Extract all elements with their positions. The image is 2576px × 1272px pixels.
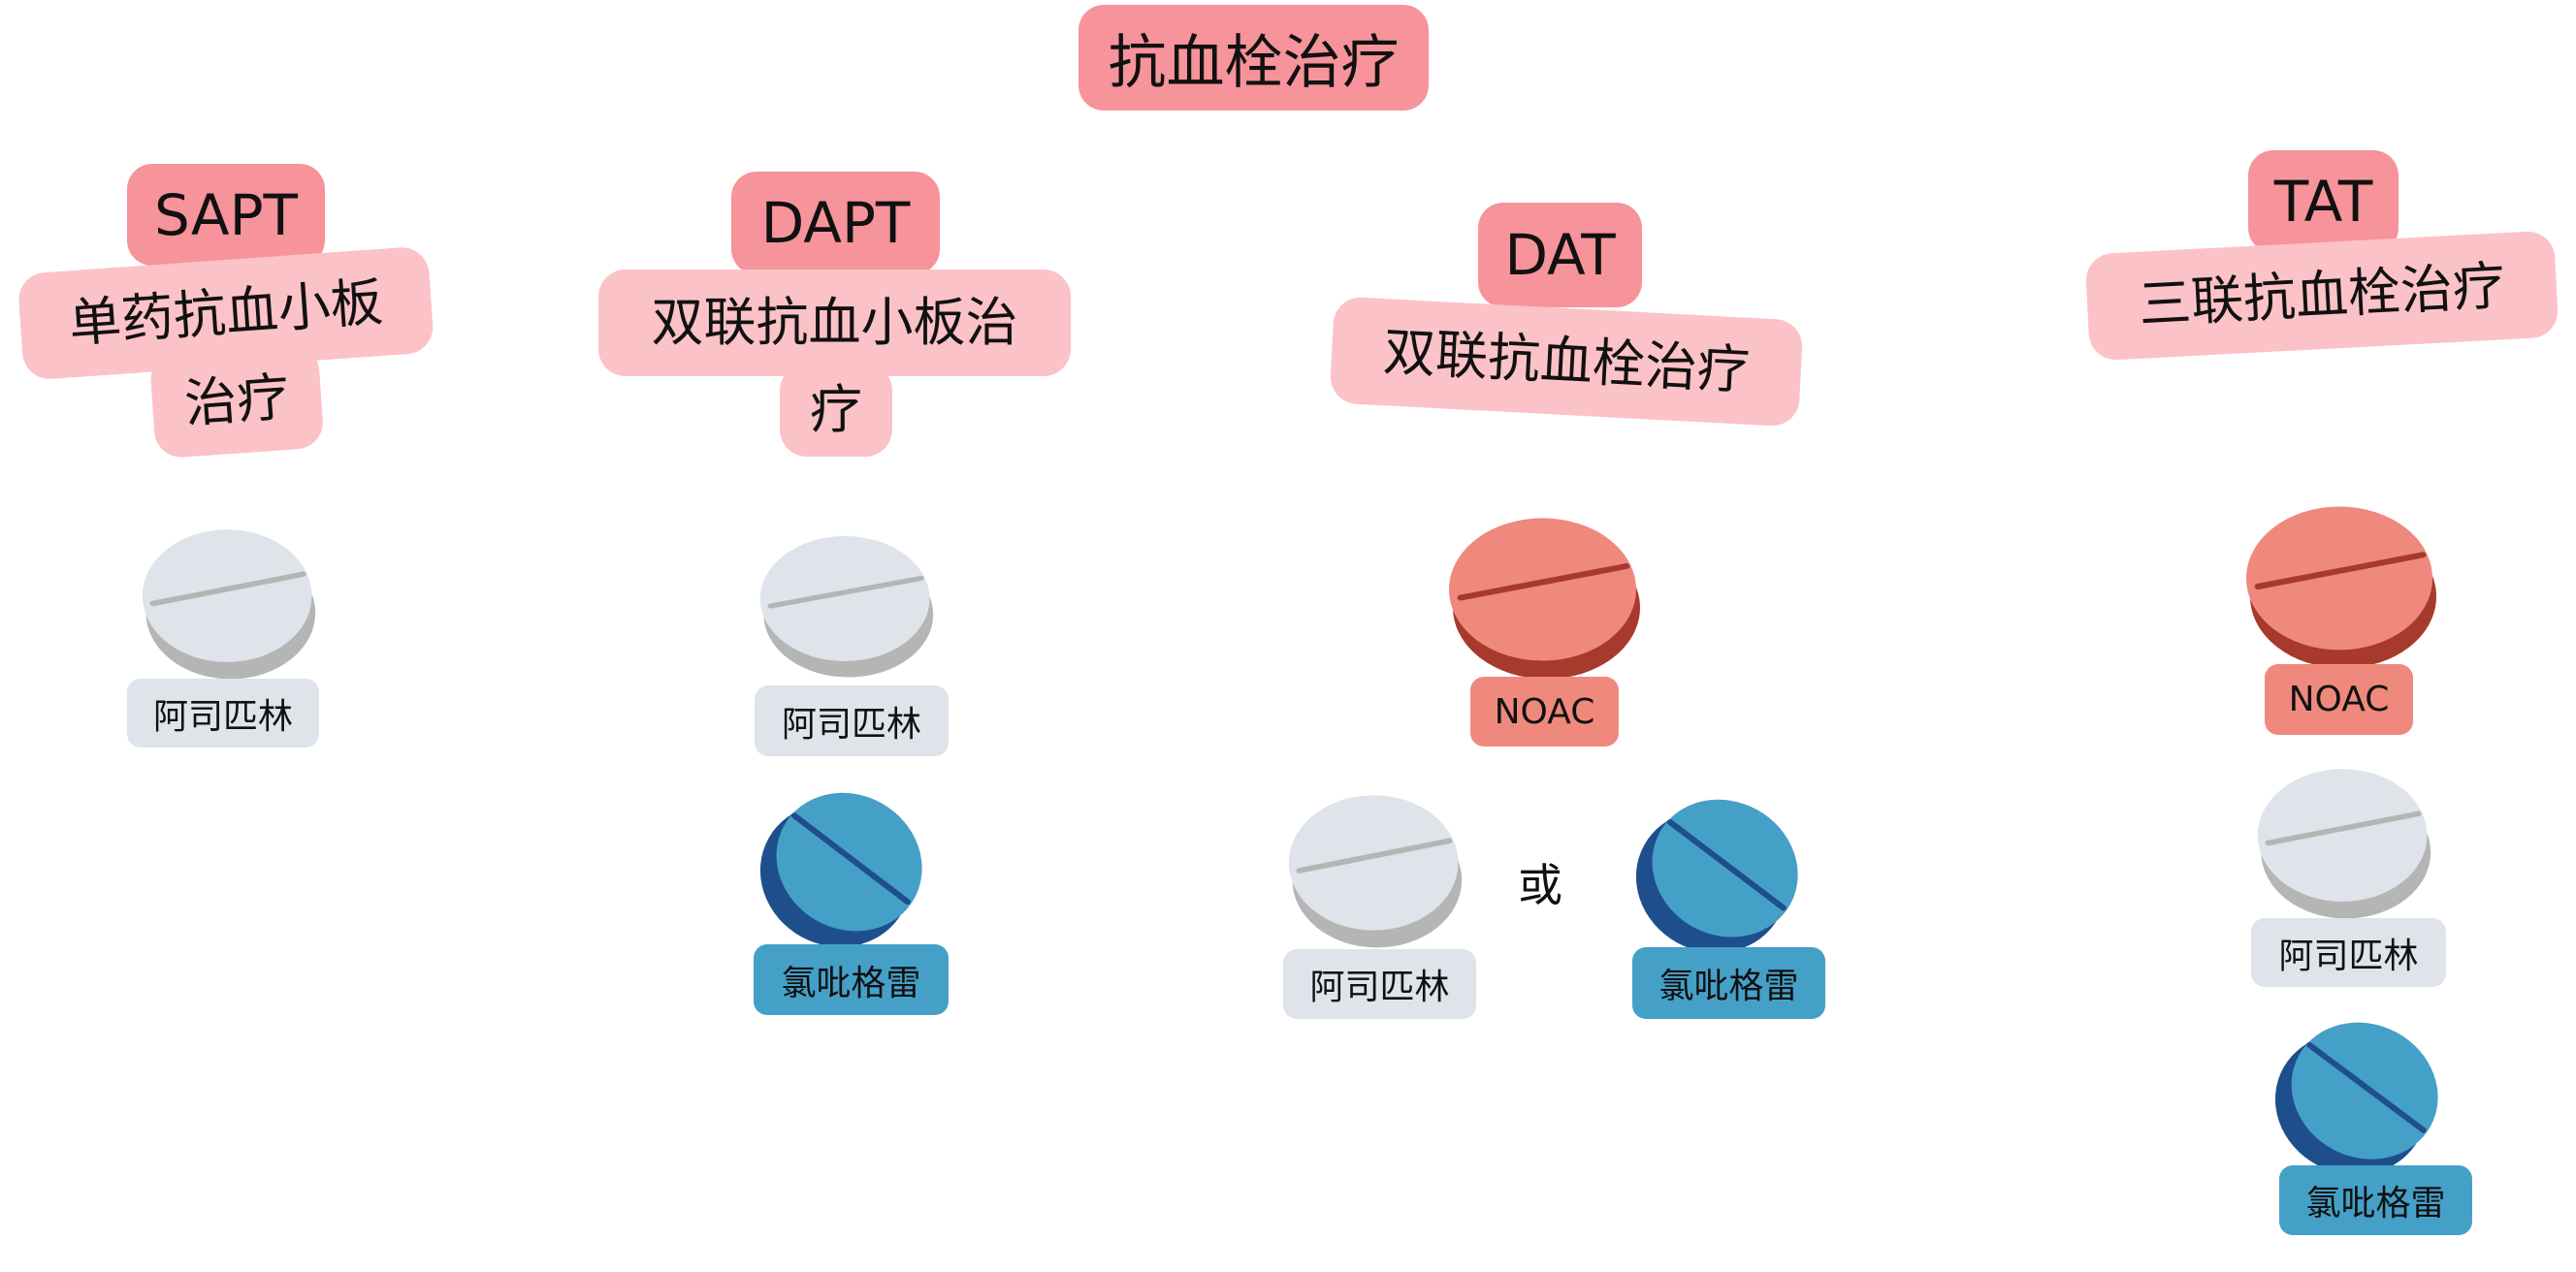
aspirin-pill-icon — [1287, 792, 1464, 949]
drug-label-aspirin: 阿司匹林 — [2251, 918, 2446, 987]
sapt-subtitle: 单药抗血小板 治疗 — [16, 245, 441, 467]
drug-label-clopidogrel: 氯吡格雷 — [1632, 947, 1825, 1019]
noac-pill-icon — [1447, 515, 1642, 681]
drug-label-noac: NOAC — [2265, 664, 2413, 735]
clopidogrel-pill-icon — [757, 782, 928, 948]
drug-label-aspirin: 阿司匹林 — [1283, 949, 1476, 1019]
dat-subtitle: 双联抗血栓治疗 — [1329, 296, 1804, 428]
diagram-title: 抗血栓治疗 — [1079, 5, 1429, 111]
clopidogrel-pill-icon — [1632, 789, 1804, 954]
drug-label-aspirin: 阿司匹林 — [755, 685, 949, 756]
aspirin-pill-icon — [758, 533, 935, 679]
drug-label-clopidogrel: 氯吡格雷 — [754, 944, 949, 1015]
sapt-subtitle-line2: 治疗 — [148, 342, 325, 460]
tat-subtitle: 三联抗血栓治疗 — [2084, 230, 2560, 362]
aspirin-pill-icon — [2256, 766, 2432, 920]
dapt-subtitle-line2: 疗 — [780, 364, 892, 457]
drug-label-noac: NOAC — [1470, 677, 1619, 747]
aspirin-pill-icon — [141, 526, 317, 681]
dapt-subtitle-line1: 双联抗血小板治 — [598, 270, 1071, 376]
or-connector: 或 — [1518, 859, 1562, 911]
dat-header: DAT — [1478, 203, 1642, 307]
noac-pill-icon — [2244, 503, 2438, 670]
dapt-header: DAPT — [731, 172, 940, 274]
drug-label-clopidogrel: 氯吡格雷 — [2279, 1165, 2472, 1235]
sapt-header: SAPT — [127, 164, 325, 266]
drug-label-aspirin: 阿司匹林 — [127, 679, 319, 747]
clopidogrel-pill-icon — [2271, 1012, 2444, 1176]
tat-header: TAT — [2248, 150, 2399, 253]
